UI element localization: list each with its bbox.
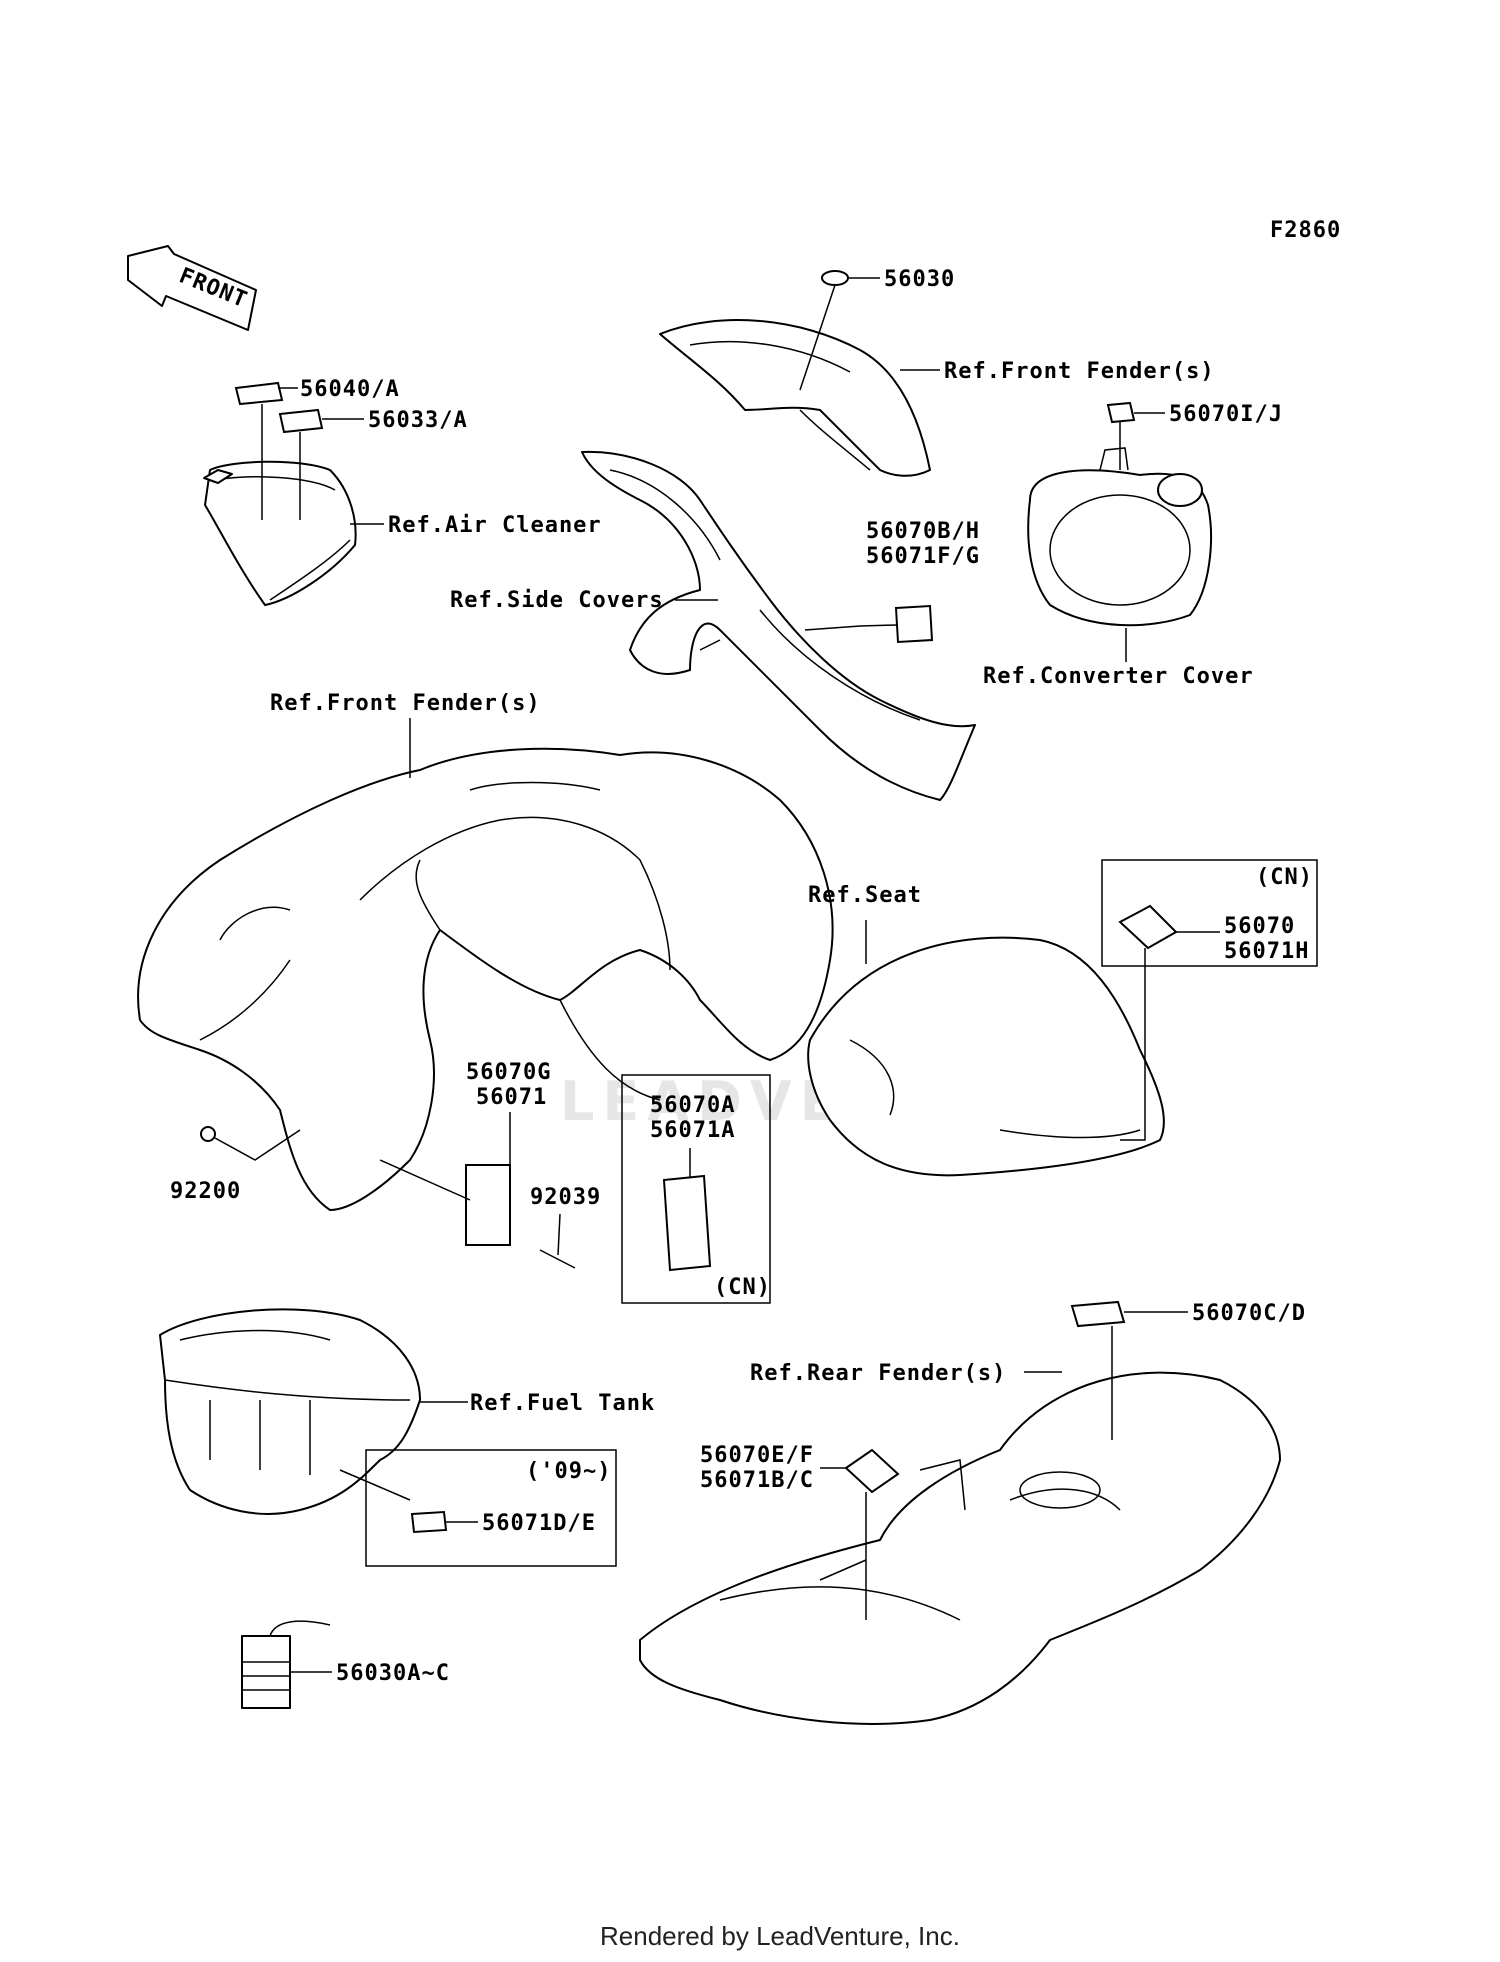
clip-92200-icon	[200, 1126, 216, 1142]
decal-56070ij-icon	[1106, 401, 1136, 424]
leader-56071de-to-tank	[339, 1469, 411, 1501]
decal-56070a-icon	[662, 1174, 712, 1272]
year-box	[365, 1449, 617, 1567]
tag-56030ac-icon	[241, 1620, 331, 1709]
figure-code: F2860	[1270, 218, 1341, 243]
cn-box-2	[621, 1074, 771, 1304]
label-ref-rear-fender: Ref.Rear Fender(s)	[750, 1361, 1006, 1386]
label-56070g: 56070G	[466, 1060, 551, 1085]
decal-56071de-icon	[410, 1510, 448, 1534]
label-ref-front-fender-main: Ref.Front Fender(s)	[270, 691, 541, 716]
label-ref-fuel-tank: Ref.Fuel Tank	[470, 1391, 655, 1416]
label-ref-air-cleaner: Ref.Air Cleaner	[388, 513, 602, 538]
label-92200: 92200	[170, 1179, 241, 1204]
label-56070bh: 56070B/H	[866, 519, 980, 544]
front-fender-top-part	[659, 319, 931, 477]
decal-56040a-icon	[234, 381, 284, 406]
label-cn-box-1: (CN)	[1256, 865, 1313, 890]
label-56030: 56030	[884, 267, 955, 292]
label-56070ef: 56070E/F	[700, 1443, 814, 1468]
label-56033a: 56033/A	[368, 408, 468, 433]
label-cn-box-2: (CN)	[714, 1275, 771, 1300]
leader-56070g-to-fender	[379, 1159, 471, 1201]
decal-56030-icon	[821, 270, 849, 286]
air-cleaner-part	[203, 460, 357, 606]
rear-fender-part	[639, 1371, 1281, 1725]
leader-56070ef-target	[819, 1492, 867, 1620]
label-56070cd: 56070C/D	[1192, 1301, 1306, 1326]
leader-92200	[214, 1129, 301, 1161]
leader-92039	[557, 1213, 561, 1256]
label-56071bc: 56071B/C	[700, 1468, 814, 1493]
band-92039-icon	[539, 1249, 576, 1269]
label-56071de: 56071D/E	[482, 1511, 596, 1536]
decal-56070bh-icon	[894, 604, 934, 644]
label-ref-converter-cover: Ref.Converter Cover	[983, 664, 1254, 689]
label-56071a: 56071A	[650, 1118, 735, 1143]
label-ref-front-fender-top: Ref.Front Fender(s)	[944, 359, 1215, 384]
footer-credit: Rendered by LeadVenture, Inc.	[600, 1921, 960, 1951]
label-ref-side-covers: Ref.Side Covers	[450, 588, 664, 613]
decal-56033a-icon	[278, 408, 324, 434]
label-56071: 56071	[476, 1085, 547, 1110]
leader-decals-to-air-cleaner	[261, 404, 301, 520]
fuel-tank-part	[159, 1308, 421, 1515]
decal-56070cd-icon	[1070, 1300, 1126, 1328]
decal-56070g-icon	[465, 1164, 511, 1246]
label-56071fg: 56071F/G	[866, 544, 980, 569]
seat-part	[807, 936, 1165, 1177]
label-56070: 56070	[1224, 914, 1295, 939]
decal-56070ef-icon	[844, 1448, 900, 1494]
label-year-box: ('09~)	[526, 1459, 611, 1484]
label-56040a: 56040/A	[300, 377, 400, 402]
front-arrow-icon: FRONT	[127, 245, 257, 331]
label-ref-seat: Ref.Seat	[808, 883, 922, 908]
label-92039: 92039	[530, 1185, 601, 1210]
converter-cover-part	[1027, 447, 1212, 627]
leader-56030-target	[799, 284, 836, 391]
label-56070ij: 56070I/J	[1169, 402, 1283, 427]
label-56030ac: 56030A~C	[336, 1661, 450, 1686]
decal-56070-icon	[1118, 904, 1178, 950]
leader-56070bh	[804, 624, 897, 631]
label-56071h: 56071H	[1224, 939, 1309, 964]
side-covers-part	[581, 450, 976, 801]
label-56070a: 56070A	[650, 1093, 735, 1118]
cn-box-1	[1101, 859, 1318, 967]
front-fender-main-part	[137, 747, 834, 1211]
leader-56070-to-seat	[1120, 948, 1146, 1141]
